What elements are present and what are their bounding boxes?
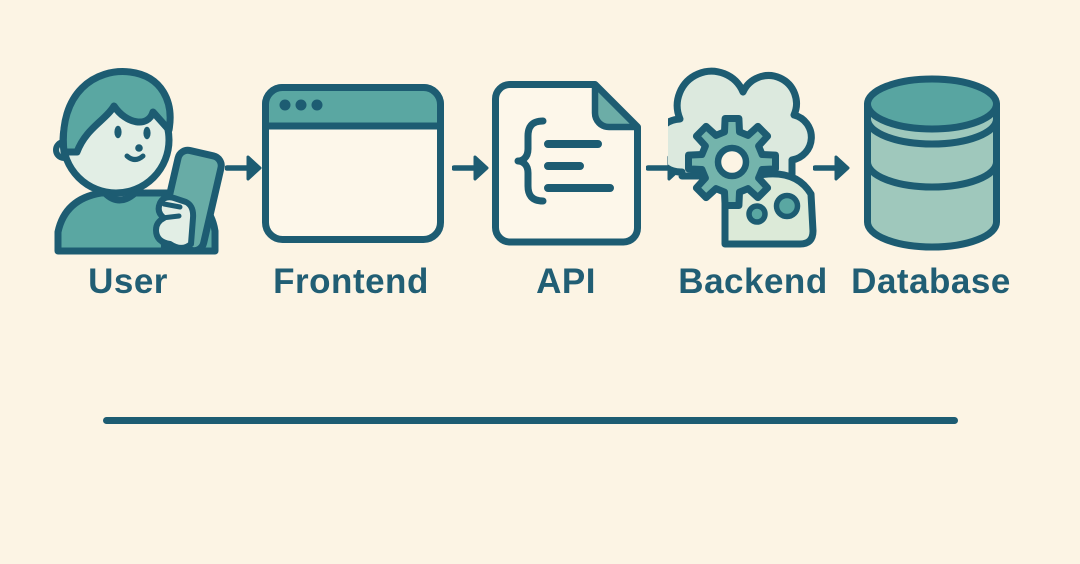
smile [124, 153, 146, 162]
right-eye [143, 126, 151, 140]
browser-titlebar [262, 84, 444, 130]
arrow-right-icon [452, 155, 489, 181]
label-user: User [88, 262, 168, 301]
gear-hole [714, 144, 750, 180]
window-dot-1 [279, 99, 291, 111]
label-database: Database [851, 262, 1011, 301]
folded-corner [591, 81, 641, 131]
cylinder-top [864, 75, 1000, 133]
finger-lines [159, 201, 183, 221]
browser-window-icon [262, 84, 444, 243]
server-dot-1 [746, 203, 768, 225]
left-eye [114, 125, 122, 139]
nose [135, 144, 143, 152]
database-cylinder-icon [864, 75, 1000, 251]
code-lines [544, 140, 614, 192]
arrow-right-icon [225, 155, 262, 181]
hand-shape [153, 194, 197, 251]
cylinder-band-1 [864, 115, 1000, 148]
user-with-phone-icon [53, 68, 225, 255]
label-api: API [536, 262, 596, 301]
server-dot-2 [773, 192, 801, 220]
window-dot-2 [295, 99, 307, 111]
code-document-icon [492, 81, 641, 246]
cloud-gear-server-icon [668, 67, 817, 248]
label-backend: Backend [678, 262, 828, 301]
window-dot-3 [311, 99, 323, 111]
cylinder-band-2 [864, 158, 1000, 191]
label-frontend: Frontend [273, 262, 429, 301]
arrow-right-icon [813, 155, 850, 181]
divider-line [103, 417, 958, 424]
curly-brace [514, 117, 547, 205]
hair-shape [59, 68, 174, 156]
